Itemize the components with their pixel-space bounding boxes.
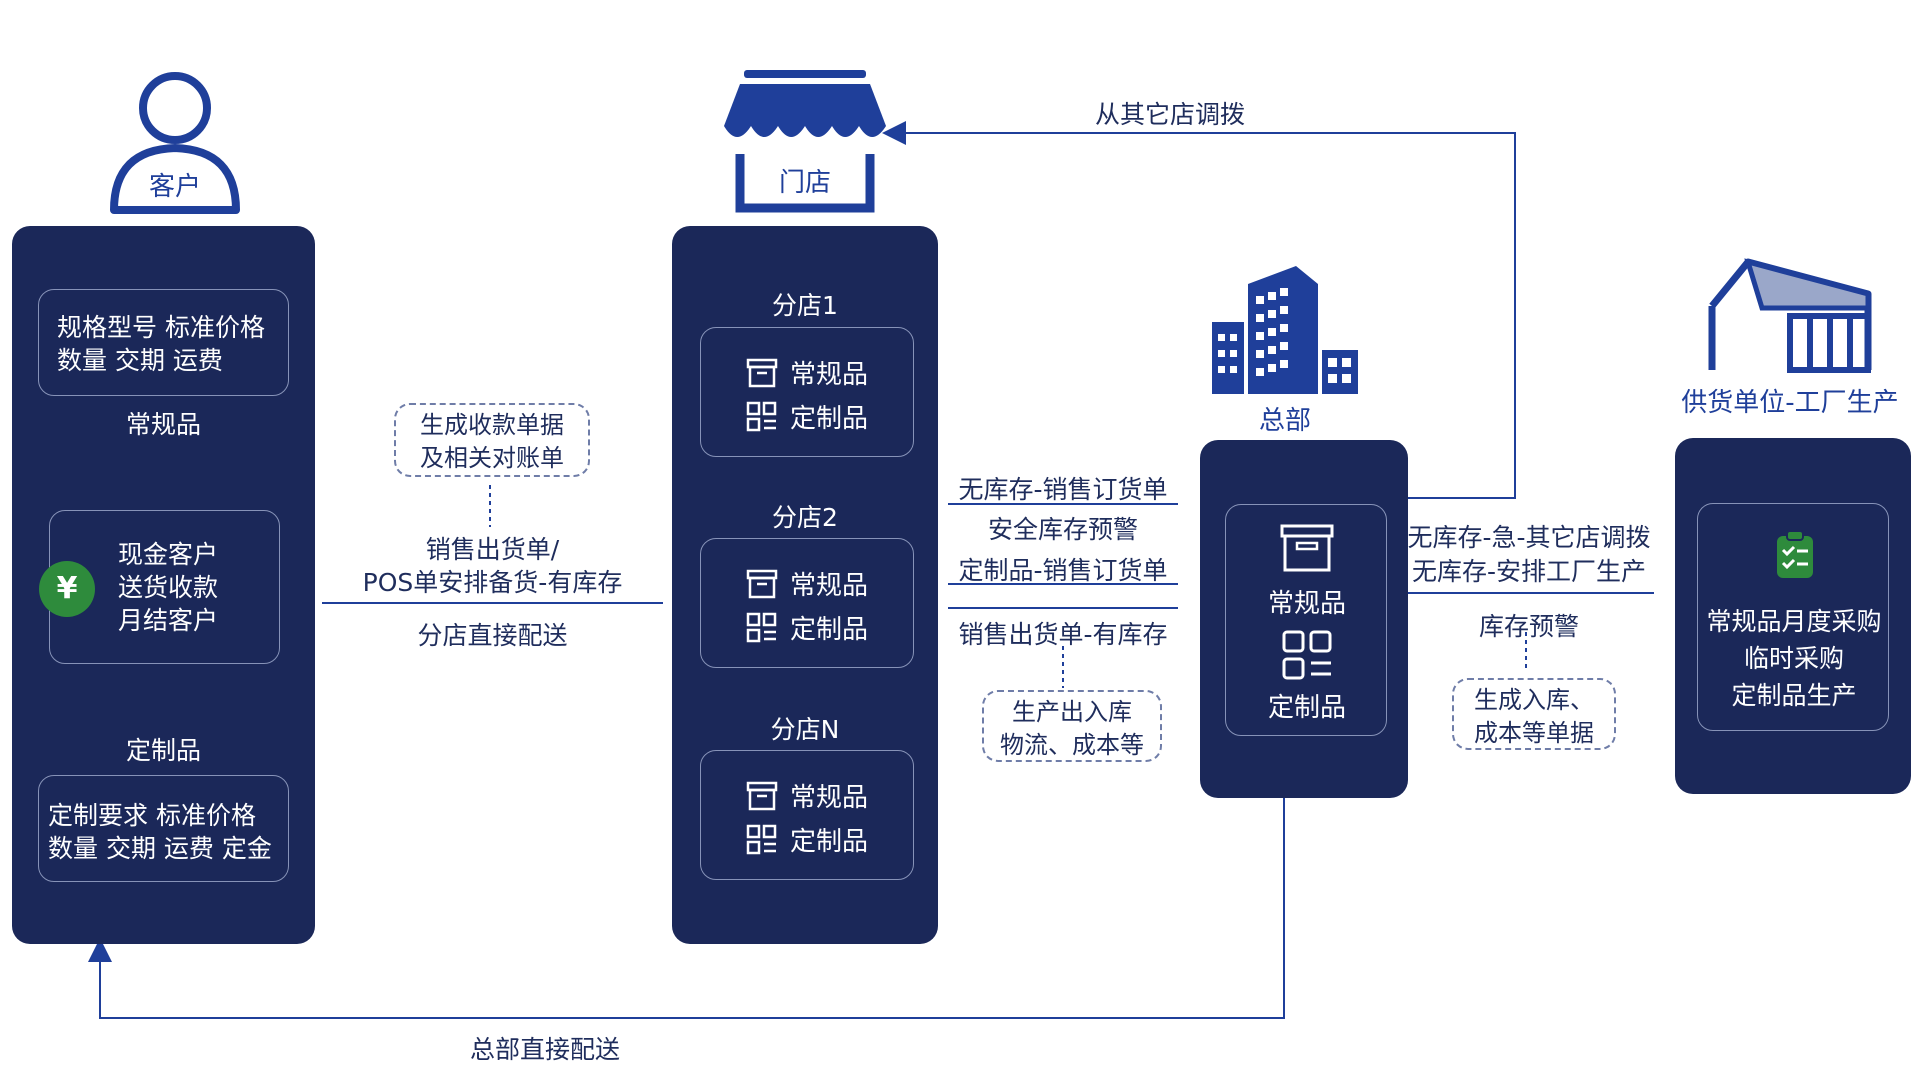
sales-order-line-1: 销售出货单/	[425, 535, 560, 564]
factory-production-label: 无库存-安排工厂生产	[1411, 557, 1647, 586]
branch-1-name: 分店1	[772, 291, 838, 320]
inout-note-line-1: 生产出入库	[1012, 698, 1132, 726]
supplier-box: 常规品月度采购 临时采购 定制品生产	[1697, 503, 1889, 731]
clipboard-checklist-icon	[1775, 530, 1815, 584]
supplier-line-temp: 临时采购	[1743, 644, 1844, 673]
customer-custom-box: 定制要求 标准价格 数量 交期 运费 定金	[38, 775, 289, 882]
inout-note: 生产出入库 物流、成本等	[982, 690, 1162, 762]
customer-type-cash: 现金客户	[118, 540, 219, 569]
inout-note-line-2: 物流、成本等	[1000, 731, 1144, 759]
receipt-note-line-2: 及相关对账单	[420, 444, 564, 472]
branch-1-regular: 常规品	[790, 360, 869, 390]
branch-1-box: 常规品 定制品	[700, 327, 914, 457]
customer-spec-box: 规格型号 标准价格 数量 交期 运费	[38, 289, 289, 396]
archive-box-icon	[1280, 524, 1334, 572]
customer-panel: 规格型号 标准价格 数量 交期 运费 常规品 ¥ 现金客户 送货收款 月结客户 …	[12, 226, 315, 944]
custom-order-label: 定制品-销售订货单	[958, 556, 1168, 585]
customer-type-cod: 送货收款	[118, 573, 219, 602]
spec-line-2: 数量 交期 运费	[57, 346, 223, 375]
supplier-title: 供货单位-工厂生产	[1681, 388, 1899, 418]
receipt-docs-note: 生成入库、 成本等单据	[1452, 678, 1616, 750]
receipt-note-line-1: 生成收款单据	[420, 411, 564, 439]
supplier-header: 供货单位-工厂生产	[1670, 258, 1910, 423]
custom-label: 定制品	[125, 736, 201, 765]
supplier-line-custom: 定制品生产	[1731, 681, 1857, 710]
spec-line-1: 规格型号 标准价格	[57, 313, 265, 342]
hq-regular: 常规品	[1267, 589, 1346, 619]
sales-order-line-2: POS单安排备货-有库存	[362, 568, 623, 597]
grid-list-icon	[1282, 630, 1332, 680]
archive-box-icon	[746, 781, 778, 810]
branch-n-name: 分店N	[770, 715, 840, 744]
supplier-line-monthly: 常规品月度采购	[1706, 607, 1882, 636]
transfer-from-other-label: 从其它店调拨	[1094, 100, 1245, 129]
hq-header: 总部	[1210, 262, 1360, 436]
branch-2-custom: 定制品	[790, 615, 869, 645]
custom-line-1: 定制要求 标准价格	[48, 801, 256, 830]
customer-header: 客户	[108, 72, 242, 217]
customer-type-monthly: 月结客户	[118, 606, 219, 635]
yen-icon: ¥	[39, 561, 95, 617]
store-panel: 分店1 常规品 定制品 分店2 常规品 定制品 分店N 常规品 定制品	[672, 226, 938, 944]
supplier-panel: 常规品月度采购 临时采购 定制品生产	[1675, 438, 1911, 794]
urgent-transfer-label: 无库存-急-其它店调拨	[1407, 523, 1651, 552]
branch-2-box: 常规品 定制品	[700, 538, 914, 668]
receipt-docs-line-2: 成本等单据	[1474, 719, 1594, 747]
grid-list-icon	[746, 401, 777, 431]
no-stock-order-label: 无库存-销售订货单	[958, 475, 1168, 504]
hq-title: 总部	[1258, 406, 1311, 436]
branch-1-custom: 定制品	[790, 404, 869, 434]
branch-n-box: 常规品 定制品	[700, 750, 914, 880]
archive-box-icon	[746, 569, 778, 598]
branch-delivery-label: 分店直接配送	[417, 621, 568, 650]
hq-custom: 定制品	[1267, 693, 1346, 723]
receipt-note: 生成收款单据 及相关对账单	[394, 403, 590, 477]
store-title: 门店	[778, 168, 831, 198]
sales-with-stock-label: 销售出货单-有库存	[958, 620, 1168, 649]
safety-alert-label: 安全库存预警	[987, 515, 1138, 544]
branch-1-custom-row: 定制品	[746, 398, 868, 435]
grid-list-icon	[746, 612, 777, 642]
store-awning-icon	[724, 70, 886, 213]
regular-label: 常规品	[125, 410, 201, 439]
receipt-docs-line-1: 生成入库、	[1474, 686, 1594, 714]
branch-1-regular-row: 常规品	[746, 354, 868, 391]
person-icon	[110, 72, 240, 214]
branch-n-custom-row: 定制品	[746, 821, 868, 858]
branch-n-custom: 定制品	[790, 827, 869, 857]
building-icon	[1212, 266, 1358, 394]
custom-line-2: 数量 交期 运费 定金	[48, 834, 272, 863]
hq-panel: 常规品 定制品	[1200, 440, 1408, 798]
branch-2-name: 分店2	[772, 503, 838, 532]
branch-n-regular-row: 常规品	[746, 777, 868, 814]
customer-title: 客户	[148, 172, 201, 202]
archive-box-icon	[746, 358, 778, 387]
warehouse-icon	[1708, 258, 1872, 373]
branch-2-regular-row: 常规品	[746, 565, 868, 602]
hq-products-box: 常规品 定制品	[1225, 504, 1387, 736]
branch-2-regular: 常规品	[790, 571, 869, 601]
stock-alert-label: 库存预警	[1478, 612, 1579, 641]
grid-list-icon	[746, 824, 777, 854]
branch-2-custom-row: 定制品	[746, 609, 868, 646]
store-header: 门店	[722, 68, 888, 218]
hq-delivery-label: 总部直接配送	[469, 1035, 620, 1064]
branch-n-regular: 常规品	[790, 783, 869, 813]
customer-types-box: ¥ 现金客户 送货收款 月结客户	[39, 510, 280, 664]
